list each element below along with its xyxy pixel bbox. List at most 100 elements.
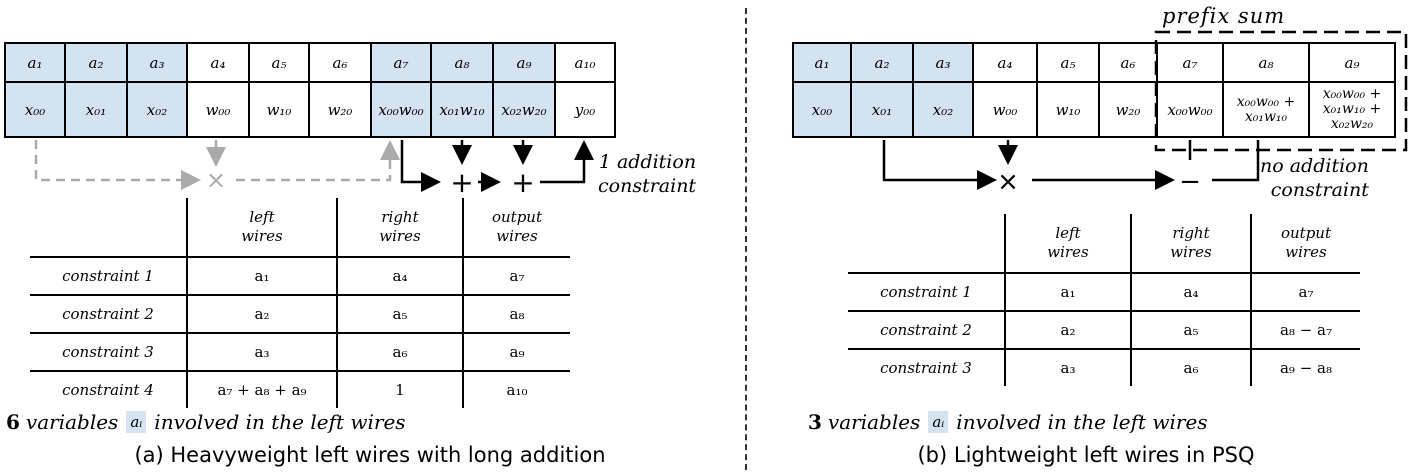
row-label: constraint 1 [848,273,1005,312]
left-cell: a₁ [1004,273,1131,312]
array-value-cell: x₀₁ [66,83,128,136]
array-index-cell: a₇ [372,44,432,82]
row-label: constraint 3 [880,359,972,377]
arrow-a8-to-minus [1212,140,1260,182]
array-value-line: x₀₁w₁₀ [1244,108,1288,125]
array-value-cell: w₁₀ [1038,83,1100,136]
output-cell: a₈ [462,295,570,334]
caption-a: (a) Heavyweight left wires with long add… [134,443,606,467]
add-symbol-2: + [511,166,534,199]
row-label: constraint 2 [848,311,1005,350]
output-cell: a₇ [462,257,570,296]
array-value-cell: x₀₀ [794,83,852,136]
prefix-sum-label: prefix sum [1162,4,1286,28]
right-cell: a₅ [336,295,463,334]
note-line1: 1 addition [598,151,697,173]
row-label: constraint 2 [30,295,187,334]
array-index-cell: a₉ [1344,53,1360,72]
array-index-cell: a₇ [1158,44,1224,82]
array-value-line: x₀₀w₀₀ + [1236,93,1296,110]
right-cell: a₅ [1130,311,1251,350]
note-line2: constraint [598,175,697,197]
array-index-cell: a₄ [188,44,250,82]
corner-cell [30,198,187,258]
table-row: constraint 2 a₂ a₅ a₈ − a₇ [848,311,1360,350]
array-value-cell: x₀₀w₀₀ [372,83,432,136]
no-addition-note: no addition constraint [1260,154,1369,202]
table-row: constraint 1 a₁ a₄ a₇ [848,273,1360,312]
arrow-a2-to-times [882,140,997,190]
gray-dashed-arrow-right [236,140,400,182]
variable-chip: aᵢ [126,411,147,433]
array-value-cell: w₀₀ [188,83,250,136]
array-index-cell: a₁₀ [574,53,596,72]
note-line1: no addition [1260,155,1369,177]
left-cell: a₂ [1004,311,1131,350]
caption-b: (b) Lightweight left wires in PSQ [917,443,1255,467]
output-cell: a₇ [1250,273,1360,312]
row-label: constraint 4 [62,381,154,399]
right-cell: a₄ [1130,273,1251,312]
array-value-cell: x₀₀w₀₀ [1158,83,1224,136]
array-value-cell: x₀₀w₀₀ +x₀₁w₁₀ [1224,83,1310,136]
panel-b-arrows: × − [882,30,1408,197]
array-value-cell: x₀₁w₁₀ [432,83,494,136]
right-cell: a₆ [336,333,463,372]
array-index-cell: a₃ [914,44,974,82]
array-index-cell: a₆ [310,44,372,82]
arrow-a7-to-plus [400,140,441,192]
array-value-cell: x₀₀ [6,83,66,136]
summary-a: 6 variables aᵢ involved in the left wire… [6,410,406,434]
note-line2: constraint [1270,179,1369,201]
addition-note: 1 addition constraint [598,150,696,198]
array-index-cell: a₄ [974,44,1038,82]
output-cell: a₉ − a₈ [1250,349,1360,386]
prefix-sum-box [1154,30,1408,152]
array-index-cell: a₃ [128,44,188,82]
corner-cell [848,214,1005,274]
summary-before: variables [827,410,921,434]
array-index-cell: a₁ [794,44,852,82]
array-value-line: x₀₂w₂₀ [1330,116,1374,133]
array-value-cell: w₀₀ [974,83,1038,136]
multiply-symbol: × [206,166,226,194]
gray-dashed-arrow-left [34,140,201,190]
table-row: constraint 3 a₃ a₆ a₉ − a₈ [848,349,1360,386]
array-index-cell: a₈ [432,44,494,82]
variable-chip: aᵢ [928,411,949,433]
output-cell: a₈ − a₇ [1250,311,1360,350]
right-cell: a₆ [1130,349,1251,386]
left-cell: a₁ [186,257,337,296]
row-label: constraint 3 [30,333,187,372]
array-index-cell: a₁ [6,44,66,82]
table-row: constraint 3 a₃ a₆ a₉ [30,333,570,372]
array-value-cell: w₁₀ [250,83,310,136]
left-cell: a₃ [1004,349,1131,386]
array-value-cell: x₀₂ [128,83,188,136]
summary-count: 6 [6,410,20,434]
summary-after: involved in the left wires [956,410,1208,434]
subtract-symbol: − [1179,167,1201,197]
array-value-cell: x₀₁ [852,83,914,136]
summary-count: 3 [808,410,822,434]
add-symbol-1: + [450,166,473,199]
left-cell: a₂ [186,295,337,334]
summary-before: variables [25,410,119,434]
panel-a-arrows: × + + [34,140,594,199]
row-label: constraint 1 [30,257,187,296]
